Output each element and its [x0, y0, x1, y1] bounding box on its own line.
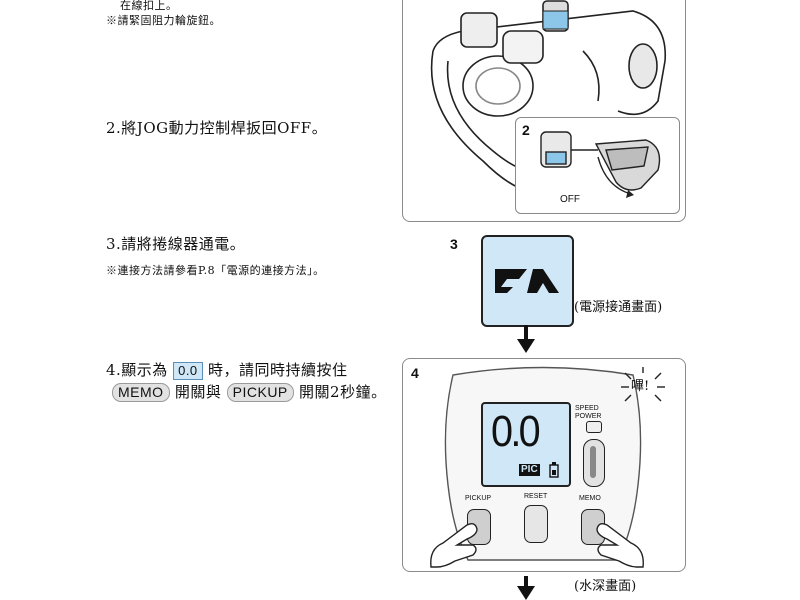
- speed-power-label: SPEED POWER: [575, 405, 601, 421]
- figure-2-number: 2: [522, 122, 530, 138]
- memo-chip: MEMO: [112, 383, 170, 402]
- left-hand-icon: [430, 522, 478, 568]
- jog-lever-knob: [590, 446, 596, 478]
- figure-3-caption: (電源接通畫面): [574, 300, 663, 315]
- figure-3-number: 3: [450, 236, 458, 252]
- power-label: POWER: [575, 413, 602, 420]
- reset-button[interactable]: [524, 505, 548, 543]
- step-4-part-c: 開關與: [174, 383, 222, 401]
- speed-power-button[interactable]: [586, 421, 602, 433]
- power-on-screen: [481, 235, 574, 327]
- figure-2-panel: 2 OFF: [402, 0, 686, 222]
- beep-burst-icon: [621, 367, 665, 402]
- depth-value: 0.0: [491, 407, 541, 456]
- right-hand-icon: [596, 522, 644, 568]
- reset-button-label: RESET: [524, 493, 548, 500]
- pickup-chip: PICKUP: [226, 383, 294, 402]
- depth-display: 0.0 PIC: [481, 402, 571, 487]
- jog-lever-slot[interactable]: [583, 439, 605, 487]
- step-3-note: ※連接方法請參看P.8「電源的連接方法」。: [106, 264, 325, 277]
- step-4-text: 4.顯示為 0.0 時，請同時持續按住 MEMO 開關與 PICKUP 開關2秒…: [106, 359, 406, 403]
- speed-label: SPEED: [575, 405, 599, 412]
- step-4-value-chip: 0.0: [173, 362, 203, 380]
- figure-2-inset: 2 OFF: [515, 117, 680, 214]
- pic-indicator: PIC: [519, 464, 540, 476]
- battery-icon: [549, 462, 559, 478]
- off-label: OFF: [560, 194, 580, 205]
- beep-text: 嗶!: [631, 379, 650, 394]
- step-4-part-a: 4.顯示為: [106, 361, 168, 379]
- figure-4-caption: (水深畫面): [574, 579, 637, 594]
- top-note: ※請緊固阻力輪旋鈕。: [106, 14, 221, 27]
- daiwa-logo-icon: [495, 269, 559, 293]
- step-3-text: 3.請將捲線器通電。: [106, 235, 246, 253]
- top-line: 在線扣上。: [120, 0, 178, 12]
- pickup-button-label: PICKUP: [465, 495, 492, 502]
- figure-4-panel: 4 嗶! 0.0 PIC SPEED POWER PICKUP RESET ME…: [402, 358, 686, 572]
- jog-lever-icon: [540, 131, 661, 198]
- step-4-part-d: 開關2秒鐘。: [299, 383, 387, 401]
- figure-4-number: 4: [411, 365, 419, 381]
- step-4-part-b: 時，請同時持續按住: [207, 361, 348, 379]
- memo-button-label: MEMO: [579, 495, 601, 502]
- down-arrow-icon: [517, 325, 535, 353]
- reel-illustration: [430, 0, 666, 194]
- down-arrow-icon-2: [517, 576, 535, 600]
- step-2-text: 2.將JOG動力控制桿扳回OFF。: [106, 119, 328, 137]
